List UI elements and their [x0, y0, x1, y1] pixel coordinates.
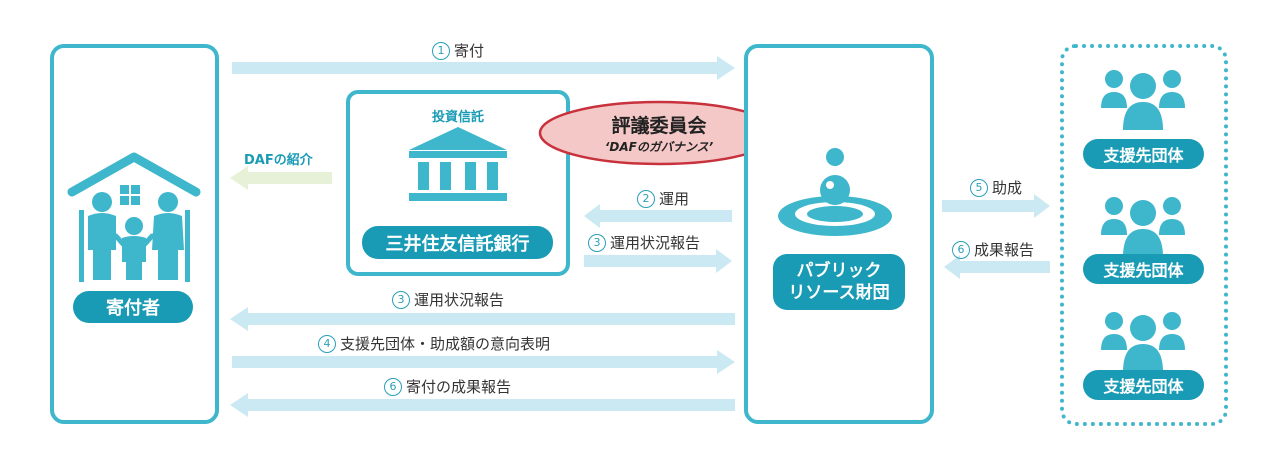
committee-title: 評議委員会: [611, 115, 707, 137]
people-group-icon: [1101, 197, 1185, 257]
arrow-outcome-donor: [230, 393, 735, 417]
foundation-name-line1: パブリック: [796, 261, 882, 281]
arrow-grant: [942, 194, 1050, 218]
arrow-daf-intro: [230, 166, 332, 190]
step-number: 3: [392, 290, 410, 309]
foundation-name-line2: リソース財団: [788, 283, 890, 303]
flow-label-outcome: 6 成果報告: [952, 239, 1034, 260]
arrow-donation: [232, 56, 735, 80]
step-number: 5: [970, 178, 988, 197]
foundation-name: パブリック リソース財団: [773, 254, 905, 310]
step-number: 4: [318, 334, 336, 353]
people-group-icon: [1101, 70, 1185, 130]
flow-label-donation: 1 寄付: [432, 40, 484, 61]
flow-text: 運用状況報告: [414, 291, 505, 309]
step-number: 3: [588, 233, 606, 252]
flow-label-report-bank: 3 運用状況報告: [588, 232, 700, 253]
flow-text: DAFの紹介: [244, 153, 313, 168]
arrow-intent: [232, 350, 735, 374]
flow-text: 支援先団体・助成額の意向表明: [340, 335, 551, 353]
arrow-investment: [584, 204, 732, 228]
arrow-report-bank: [584, 249, 732, 273]
recipient-label: 支援先団体: [1083, 370, 1204, 400]
flow-label-report-foundation: 3 運用状況報告: [392, 289, 504, 310]
recipient-label: 支援先団体: [1083, 254, 1204, 284]
flow-text: 寄付: [454, 42, 485, 60]
flow-label-grant: 5 助成: [970, 177, 1022, 198]
step-number: 1: [432, 41, 450, 60]
flow-text: 運用状況報告: [610, 234, 701, 252]
people-group-icon: [1101, 312, 1185, 372]
step-number: 6: [384, 377, 402, 396]
flow-text: 成果報告: [974, 241, 1035, 259]
flow-text: 運用: [659, 190, 690, 208]
flow-text: 寄付の成果報告: [406, 378, 512, 396]
committee-subtitle: ‘DAFのガバナンス’: [604, 140, 714, 154]
flow-label-intent: 4 支援先団体・助成額の意向表明: [318, 333, 550, 354]
step-number: 6: [952, 240, 970, 259]
recipient-label: 支援先団体: [1083, 139, 1204, 169]
step-number: 2: [637, 189, 655, 208]
donor-label: 寄付者: [73, 291, 193, 323]
bank-top-label: 投資信託: [431, 110, 484, 125]
arrow-report-foundation: [230, 307, 735, 331]
arrow-outcome: [944, 255, 1050, 279]
flow-label-investment: 2 運用: [637, 188, 689, 209]
bank-name: 三井住友信託銀行: [362, 226, 553, 259]
flow-label-outcome-donor: 6 寄付の成果報告: [384, 376, 511, 397]
flow-label-daf-intro: DAFの紹介: [244, 149, 313, 168]
recipients-box: [1060, 44, 1228, 426]
flow-text: 助成: [992, 179, 1023, 197]
